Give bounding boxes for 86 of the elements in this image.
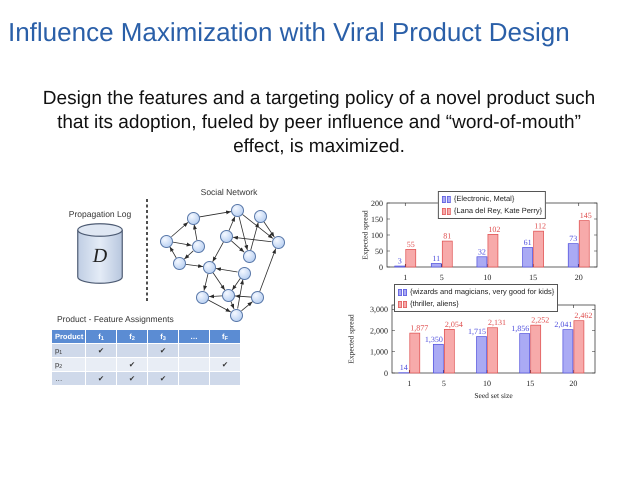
tick-label: 20 — [569, 379, 578, 388]
network-node — [272, 236, 284, 249]
network-node — [231, 204, 244, 217]
value-label: 1,350 — [424, 334, 443, 344]
arrow — [216, 267, 238, 272]
arrow — [203, 273, 208, 292]
network-node — [242, 250, 256, 263]
arrow — [230, 240, 245, 253]
network-node — [173, 257, 186, 270]
arrow — [172, 242, 192, 246]
value-label: 1,856 — [511, 324, 530, 334]
value-label: 14 — [400, 363, 408, 372]
value-label: 1,715 — [468, 327, 486, 336]
tick-label: 150 — [371, 214, 383, 224]
arrow — [184, 250, 194, 260]
tick-label: 10 — [483, 273, 492, 282]
value-label: 102 — [488, 224, 500, 234]
tick-label: 1 — [407, 379, 412, 388]
network-node — [186, 212, 200, 224]
tick-label: 50 — [375, 246, 383, 256]
value-label: 2,131 — [488, 318, 506, 328]
tick-label: 200 — [371, 198, 383, 208]
value-label: 2,054 — [444, 320, 463, 329]
section-heading: Social Network — [200, 187, 258, 197]
arrow — [186, 264, 204, 268]
node-heading: Propagation Log — [68, 209, 132, 219]
arrow — [212, 242, 224, 262]
arrow — [238, 216, 248, 251]
network-node — [196, 290, 209, 304]
tick-label: 0 — [379, 262, 383, 272]
value-label: 2,252 — [531, 316, 550, 325]
arrow — [259, 248, 276, 292]
arrow — [234, 294, 252, 298]
tick-label: 0 — [384, 368, 388, 378]
value-label: 73 — [569, 234, 578, 244]
arrow — [232, 278, 241, 291]
value-label: 61 — [524, 238, 532, 247]
tick-label: 1,000 — [370, 348, 388, 357]
arrow — [263, 220, 275, 238]
arrow — [199, 210, 232, 218]
arrow — [250, 222, 259, 251]
network-node — [251, 291, 264, 304]
tick-label: 2,000 — [370, 326, 388, 336]
network-node — [192, 240, 204, 253]
description-text: Design the features and a targeting policy of a novel product such that its adoption, fueled by peer influence and “word-of-mouth” effect, is maximized. — [42, 87, 596, 159]
tick-label: 3,000 — [370, 305, 388, 314]
tick-label: 5 — [442, 379, 446, 388]
arrow — [228, 216, 236, 231]
network-node — [222, 289, 235, 302]
arrow — [232, 236, 272, 242]
tick-label: 15 — [526, 379, 534, 388]
value-label: 2,041 — [554, 320, 572, 330]
node-label: D — [92, 245, 108, 267]
arrow — [230, 301, 234, 310]
arrow — [242, 214, 274, 239]
tick-label: 20 — [574, 273, 583, 282]
arrow — [171, 222, 188, 238]
network-node — [254, 210, 266, 222]
value-label: 32 — [478, 247, 486, 256]
arrow — [237, 279, 244, 309]
tick-label: 1 — [403, 273, 408, 282]
value-label: 2,462 — [574, 311, 592, 320]
network-node — [238, 266, 250, 280]
tick-label: 15 — [529, 273, 538, 282]
value-label: 145 — [580, 211, 592, 220]
arrow — [193, 224, 198, 240]
network-node — [203, 261, 216, 274]
section-heading: Product - Feature Assignments — [57, 314, 174, 324]
arrow — [169, 246, 177, 258]
tick-label: 100 — [371, 230, 383, 240]
network-node — [220, 230, 233, 243]
arrow — [208, 294, 222, 298]
value-label: 3 — [398, 256, 402, 266]
value-label: 55 — [406, 240, 415, 249]
value-label: 81 — [443, 232, 452, 241]
arrow — [208, 300, 232, 312]
value-label: 11 — [432, 254, 440, 263]
tick-label: 5 — [440, 273, 444, 282]
arrow — [241, 301, 253, 312]
value-label: 112 — [534, 222, 546, 231]
slide-title: Influence Maximization with Viral Product Design — [8, 17, 570, 47]
arrow — [212, 272, 226, 291]
network-node — [160, 234, 173, 248]
network-node — [230, 308, 243, 322]
tick-label: 10 — [483, 379, 492, 388]
value-label: 1,877 — [410, 324, 428, 333]
